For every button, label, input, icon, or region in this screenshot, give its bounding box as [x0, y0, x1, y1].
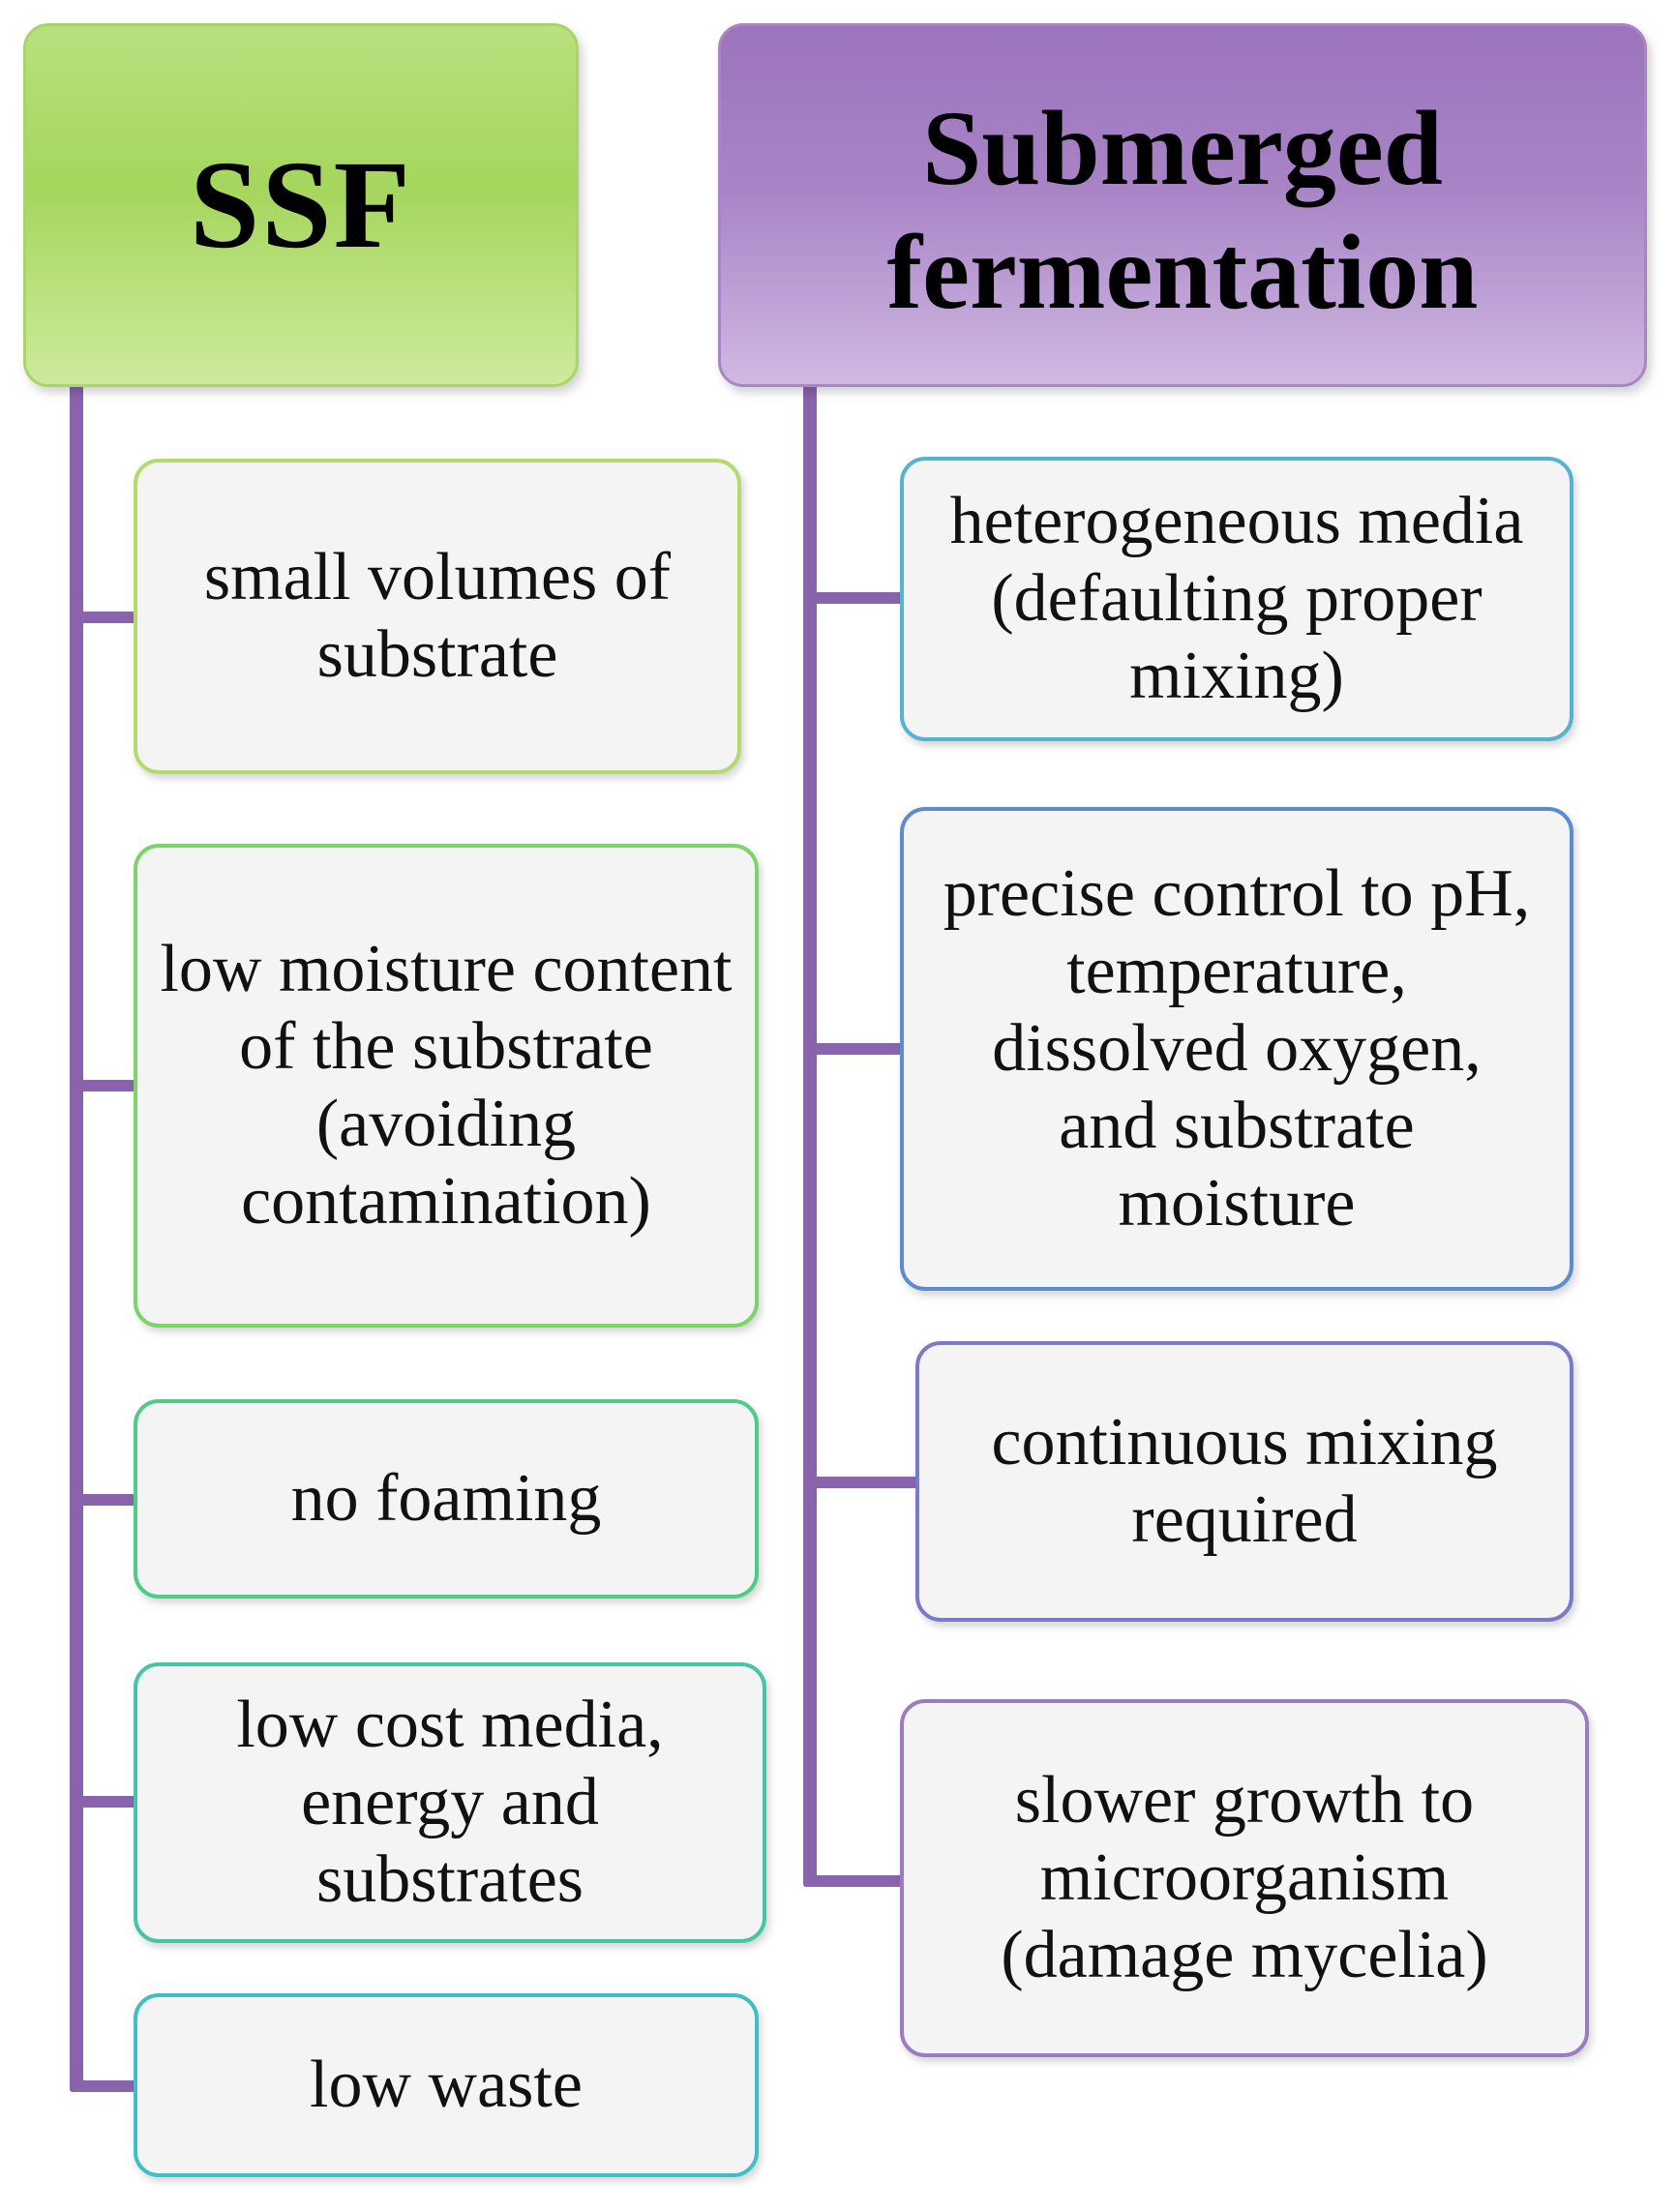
ssf-branch-line: [70, 612, 135, 623]
ssf-branch-line: [70, 1494, 135, 1506]
ssf-trunk-line: [70, 385, 83, 2092]
submerged-item-text: heterogeneous media (defaulting proper m…: [949, 484, 1524, 713]
submerged-item-slower-growth: slower growth to microorganism (damage m…: [900, 1699, 1589, 2057]
ssf-item-text: small volumes of substrate: [203, 540, 672, 692]
ssf-header-title: SSF: [189, 135, 412, 275]
ssf-branch-line: [70, 1080, 135, 1091]
ssf-item-no-foaming: no foaming: [134, 1399, 759, 1599]
submerged-item-continuous-mixing: continuous mixing required: [915, 1341, 1573, 1622]
ssf-item-small-volumes: small volumes of substrate: [134, 459, 741, 774]
submerged-item-heterogeneous-media: heterogeneous media (defaulting proper m…: [900, 457, 1573, 741]
submerged-item-text: precise control to pH, temperature, diss…: [943, 856, 1531, 1241]
ssf-item-text: low cost media, energy and substrates: [236, 1688, 664, 1917]
ssf-branch-line: [70, 2080, 135, 2092]
ssf-item-low-cost-media: low cost media, energy and substrates: [134, 1662, 766, 1943]
ssf-item-text: low moisture content of the substrate (a…: [160, 932, 733, 1239]
submerged-branch-line: [803, 592, 904, 604]
ssf-header: SSF: [23, 23, 579, 387]
ssf-item-text: no foaming: [290, 1461, 602, 1536]
ssf-item-text: low waste: [310, 2048, 583, 2122]
ssf-item-low-waste: low waste: [134, 1993, 759, 2177]
submerged-branch-line: [803, 1875, 904, 1887]
submerged-header-title: Submerged fermentation: [886, 89, 1479, 331]
submerged-branch-line: [803, 1477, 919, 1488]
ssf-branch-line: [70, 1796, 135, 1808]
submerged-branch-line: [803, 1043, 904, 1055]
submerged-fermentation-header: Submerged fermentation: [718, 23, 1647, 387]
submerged-item-text: continuous mixing required: [991, 1405, 1498, 1557]
submerged-item-precise-control: precise control to pH, temperature, diss…: [900, 807, 1573, 1291]
ssf-item-low-moisture: low moisture content of the substrate (a…: [134, 844, 759, 1328]
submerged-item-text: slower growth to microorganism (damage m…: [1001, 1763, 1488, 1992]
submerged-trunk-line: [803, 385, 817, 1887]
